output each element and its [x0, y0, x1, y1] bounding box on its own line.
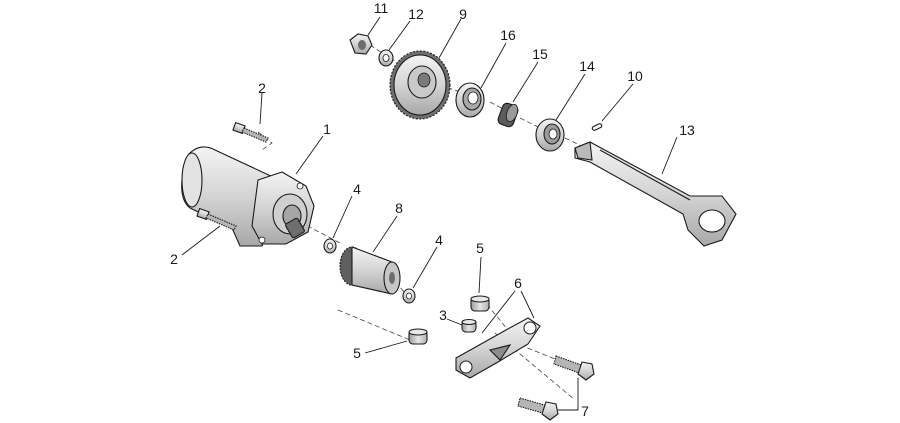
- part-1-starter-motor: [181, 146, 315, 247]
- part-7-bolt-upper: [553, 355, 595, 381]
- callout-2-lower: 2: [170, 251, 178, 267]
- callout-6: 6: [514, 275, 522, 291]
- part-14-bearing: [535, 118, 565, 152]
- callout-13: 13: [679, 122, 695, 138]
- part-4-washer-upper: [323, 238, 337, 254]
- callout-15: 15: [532, 46, 548, 62]
- callout-4-lower: 4: [435, 232, 443, 248]
- callout-12: 12: [408, 6, 424, 22]
- part-9-gear: [389, 50, 451, 120]
- callout-labels: 11 12 9 16 15 14 10 13 2 1 2 4 8 4 5 6 3…: [170, 0, 695, 419]
- callout-8: 8: [395, 200, 403, 216]
- part-10-key: [591, 123, 603, 131]
- callout-4-upper: 4: [353, 181, 361, 197]
- part-11-nut: [349, 33, 373, 55]
- part-8-starter-clutch: [339, 246, 401, 295]
- part-13-shaft: [574, 141, 737, 247]
- callout-16: 16: [500, 27, 516, 43]
- part-2-screw-upper: [232, 121, 269, 143]
- part-12-washer: [378, 49, 394, 67]
- part-2-screw-lower: [196, 207, 237, 231]
- callout-5-upper: 5: [476, 240, 484, 256]
- callout-1: 1: [323, 121, 331, 137]
- callout-14: 14: [579, 58, 595, 74]
- part-5-bushing-upper: [470, 295, 490, 312]
- callout-5-lower: 5: [353, 345, 361, 361]
- callout-2-upper: 2: [258, 80, 266, 96]
- part-16-bearing: [455, 82, 485, 118]
- callout-3: 3: [439, 307, 447, 323]
- part-15-needle-bearing: [497, 102, 519, 128]
- part-3-bushing: [461, 318, 477, 333]
- callout-10: 10: [627, 68, 643, 84]
- callout-11: 11: [374, 0, 389, 16]
- part-5-bushing-lower: [408, 328, 428, 345]
- callout-7: 7: [581, 403, 589, 419]
- callout-9: 9: [459, 6, 467, 22]
- part-7-bolt-lower: [517, 397, 559, 421]
- part-6-bracket: [455, 317, 541, 379]
- callout-leader-lines: [181, 16, 678, 411]
- part-4-washer-lower: [402, 288, 416, 304]
